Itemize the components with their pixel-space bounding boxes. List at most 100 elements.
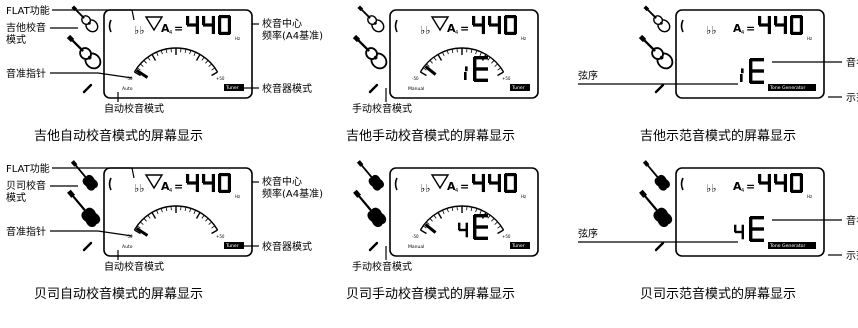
note-digit-E-segment-f	[473, 57, 476, 69]
mode-badge-text: Tuner	[511, 85, 525, 91]
bass-icon-small	[354, 158, 386, 193]
a4-digit-1-segment-c	[768, 183, 771, 192]
a4-subscript: 4	[455, 188, 458, 194]
tuning-fork-icon	[84, 85, 91, 92]
hz-unit: Hz	[235, 194, 240, 199]
a4-digit-3-segment-b	[228, 174, 231, 183]
mode-badge-text: Tone Generator	[769, 85, 805, 91]
a4-digit-3-segment-e	[218, 183, 221, 192]
callout-flat-label: FLAT功能	[6, 162, 50, 175]
bass-neck	[72, 195, 86, 212]
flat-symbol: ♭♭	[420, 24, 430, 37]
a4-digit-1-segment-b	[482, 174, 485, 183]
callout-note-name: 音名	[846, 56, 858, 69]
note-digit-E-segment-d	[750, 239, 764, 242]
bass-neck	[361, 164, 373, 178]
bass-neck	[647, 164, 659, 178]
a4-digit-1-segment-b	[768, 174, 771, 183]
mode-text: Manual	[408, 244, 424, 250]
callout-tuner-mode: 校音器模式	[262, 240, 312, 253]
a4-digit-1-segment-c	[196, 183, 199, 192]
bass-neck	[644, 195, 658, 212]
guitar-neck	[71, 39, 84, 52]
panel-caption: 吉他示范音模式的屏幕显示	[640, 128, 796, 144]
flat-symbol: ♭♭	[706, 24, 716, 37]
a4-digit-2-segment-c	[212, 25, 215, 34]
a4-digit-2-segment-c	[784, 25, 787, 34]
callout-flat-label: FLAT功能	[6, 4, 50, 17]
a4-subscript: 4	[741, 30, 744, 36]
a4-digit-2-segment-c	[498, 25, 501, 34]
callout-string-no: 弦序	[578, 227, 598, 240]
hz-unit: Hz	[807, 194, 812, 199]
mode-text: Auto	[122, 244, 133, 250]
panel-caption: 吉他手动校音模式的屏幕显示	[346, 128, 515, 144]
mode-text: Manual	[408, 86, 424, 92]
guitar-icon-selected	[350, 32, 390, 72]
guitar-icon-selected	[636, 32, 676, 72]
flat-symbol: ♭♭	[134, 24, 144, 37]
scale-right-label: +50	[216, 76, 225, 81]
a4-digit-3-segment-e	[790, 183, 793, 192]
mode-text: Auto	[122, 86, 133, 92]
hz-unit: Hz	[235, 36, 240, 41]
string-digit-1-upper	[465, 66, 468, 71]
bass-icon-small	[68, 158, 100, 193]
a4-digit-3-segment-e	[504, 183, 507, 192]
a4-subscript: 4	[169, 188, 172, 194]
a4-digit-3-segment-f	[790, 16, 793, 25]
a4-digit-3-segment-e	[504, 25, 507, 34]
a4-digit-1-segment-c	[482, 25, 485, 34]
a4-digit-2-segment-b	[212, 174, 215, 183]
callout-needle-label: 音准指针	[6, 225, 46, 238]
callout-mode-label: 手动校音模式	[352, 260, 412, 273]
tuning-fork-icon	[370, 243, 377, 250]
a4-digit-2-segment-c	[498, 183, 501, 192]
a4-digit-3-segment-f	[504, 174, 507, 183]
tuner-panel-1: ♭♭A4=Hz440-50+50AutoTunerFLAT功能吉他校音模式音准指…	[0, 0, 323, 144]
callout-mode-label: 手动校音模式	[352, 102, 412, 115]
mode-badge-text: Tuner	[511, 243, 525, 249]
a4-equals: =	[460, 22, 469, 35]
a4-digit-1-segment-b	[768, 16, 771, 25]
bass-neck	[75, 164, 87, 178]
callout-note-name: 音名	[846, 214, 858, 227]
a4-equals: =	[746, 22, 755, 35]
a4-digit-3-segment-b	[228, 16, 231, 25]
a4-equals: =	[174, 22, 183, 35]
note-digit-E-segment-f	[473, 215, 476, 227]
tuning-fork-icon	[656, 243, 663, 250]
a4-digit-3-segment-e	[790, 25, 793, 34]
bass-icon-small	[640, 158, 672, 193]
callout-instrument-line2: 模式	[6, 191, 26, 204]
a4-digit-1-segment-c	[196, 25, 199, 34]
a4-digit-1-segment-b	[482, 16, 485, 25]
panel-caption: 贝司示范音模式的屏幕显示	[640, 286, 796, 302]
a4-digit-3-segment-b	[800, 16, 803, 25]
hz-unit: Hz	[807, 36, 812, 41]
a4-equals: =	[460, 180, 469, 193]
string-digit-1-upper	[741, 68, 744, 73]
guitar-neck	[643, 39, 656, 52]
a4-digit-3-segment-e	[218, 25, 221, 34]
mode-badge-text: Tuner	[225, 243, 239, 249]
string-digit-1-lower	[740, 74, 743, 82]
note-digit-E-segment-d	[474, 237, 488, 240]
callout-instrument-line1: 吉他校音	[6, 21, 46, 34]
a4-digit-2-segment-b	[498, 16, 501, 25]
scale-left-label: -50	[412, 234, 419, 239]
scale-right-label: +50	[216, 234, 225, 239]
callout-tone-mode: 示范音	[846, 91, 858, 104]
mode-badge-text: Tuner	[225, 85, 239, 91]
callout-mode-label: 自动校音模式	[104, 102, 164, 115]
a4-digit-3-segment-b	[514, 174, 517, 183]
a4-equals: =	[746, 180, 755, 193]
a4-digit-1-segment-c	[482, 183, 485, 192]
tuning-fork-icon	[370, 85, 377, 92]
callout-tuner-mode: 校音器模式	[262, 82, 312, 95]
guitar-icon-small	[69, 3, 100, 34]
guitar-icon-selected	[64, 32, 104, 72]
guitar-icon-small	[355, 3, 386, 34]
callout-center-line1: 校音中心	[262, 17, 302, 30]
